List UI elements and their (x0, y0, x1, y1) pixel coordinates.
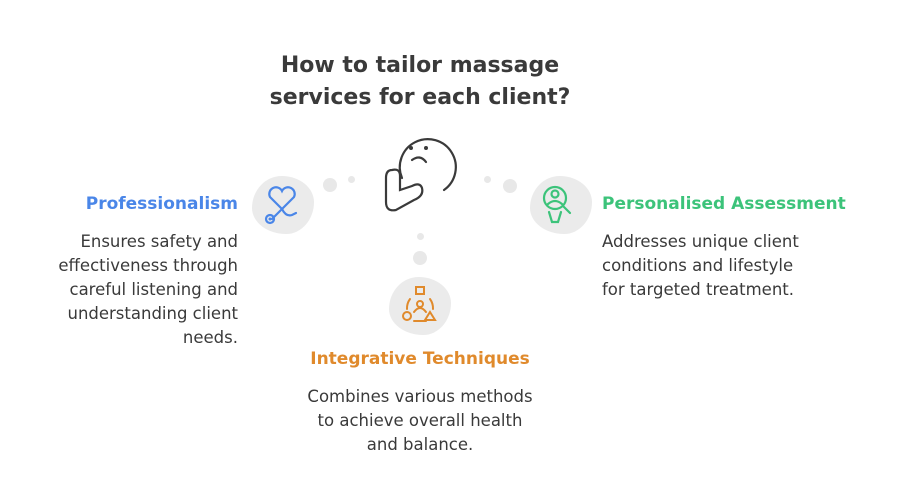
connector-dot (484, 176, 491, 183)
connector-dot (323, 178, 337, 192)
icon-background (530, 176, 592, 234)
assessment-heading: Personalised Assessment (602, 194, 846, 214)
connector-dot (503, 179, 517, 193)
techniques-heading: Integrative Techniques (310, 349, 530, 369)
person-search-icon (542, 185, 572, 224)
integration-shapes-icon (402, 286, 437, 322)
stethoscope-heart-icon (264, 186, 298, 225)
thinking-face-icon (384, 138, 457, 212)
connector-dot (348, 176, 355, 183)
professionalism-heading: Professionalism (85, 194, 238, 214)
connector-dot (413, 251, 427, 265)
connector-dot (417, 233, 424, 240)
icon-background (252, 176, 314, 234)
